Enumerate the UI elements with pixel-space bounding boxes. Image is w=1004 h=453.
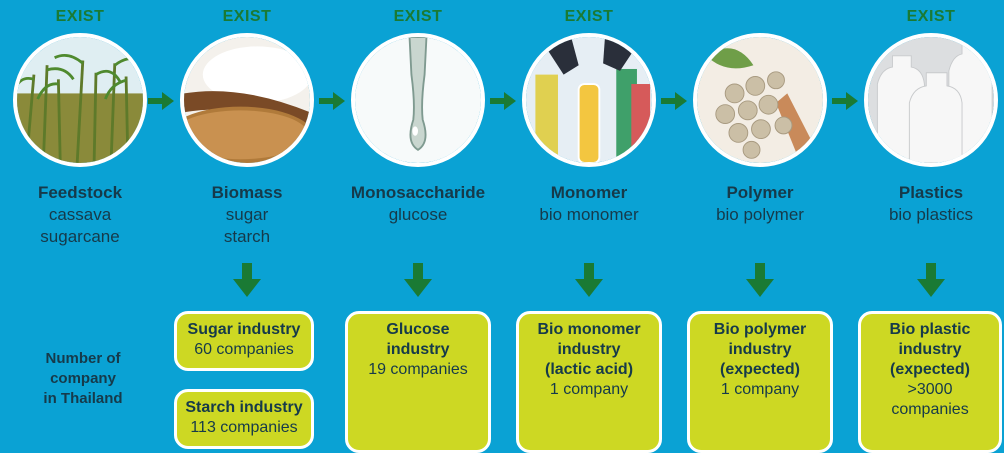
polymer-pellets-image <box>693 33 827 167</box>
stage-subtitle: bio plastics <box>888 205 974 224</box>
starch-industry-box: Starch industry 113 companies <box>174 389 314 449</box>
exist-label: EXIST <box>564 8 614 25</box>
arrow-down-icon <box>575 263 603 297</box>
sugarcane-field-image <box>13 33 147 167</box>
stage-subtitle: bio monomer <box>539 205 639 224</box>
arrow-down-icon <box>917 263 945 297</box>
exist-label: EXIST <box>222 8 272 25</box>
bio-monomer-industry-box: Bio monomer industry (lactic acid) 1 com… <box>516 311 662 453</box>
stage-title: Monomer <box>550 183 628 202</box>
stage-title: Plastics <box>898 183 964 202</box>
arrow-right-icon <box>319 92 345 110</box>
bio-polymer-industry-box: Bio polymer industry (expected) 1 compan… <box>687 311 833 453</box>
plastic-bottles-image <box>864 33 998 167</box>
glucose-drop-image <box>351 33 485 167</box>
arrow-right-icon <box>832 92 858 110</box>
arrow-down-icon <box>233 263 261 297</box>
arrow-right-icon <box>661 92 687 110</box>
arrow-right-icon <box>148 92 174 110</box>
arrow-right-icon <box>490 92 516 110</box>
arrow-down-icon <box>404 263 432 297</box>
bio-plastic-industry-box: Bio plastic industry (expected) >3000 co… <box>858 311 1002 453</box>
stage-subtitle: glucose <box>388 205 448 224</box>
stage-subtitle: bio polymer <box>716 205 804 224</box>
exist-label: EXIST <box>393 8 443 25</box>
stage-title: Polymer <box>726 183 794 202</box>
stage-title: Biomass <box>211 183 283 202</box>
stage-title: Monosaccharide <box>350 183 486 202</box>
glucose-industry-box: Glucose industry 19 companies <box>345 311 491 453</box>
exist-label: EXIST <box>906 8 956 25</box>
sugar-bowls-image <box>180 33 314 167</box>
stage-title: Feedstock <box>37 183 123 202</box>
arrow-down-icon <box>746 263 774 297</box>
exist-label: EXIST <box>55 8 105 25</box>
lab-test-tube-image <box>522 33 656 167</box>
sugar-industry-box: Sugar industry 60 companies <box>174 311 314 371</box>
number-of-company-label: Number of company in Thailand <box>43 350 123 407</box>
